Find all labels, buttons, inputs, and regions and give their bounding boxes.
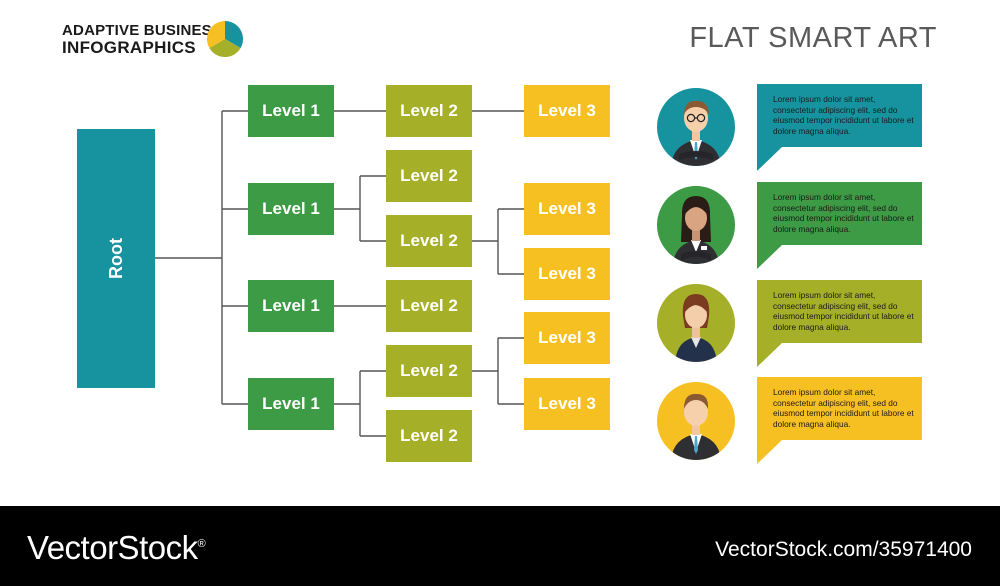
registered-mark: ®	[197, 538, 206, 550]
page-title: FLAT SMART ART	[689, 22, 937, 54]
woman-dark-hair-avatar-icon	[657, 186, 735, 264]
root-node: Root	[77, 129, 155, 388]
speech-bubble: Lorem ipsum dolor sit amet, consectetur …	[757, 377, 922, 464]
brand-line2: INFOGRAPHICS	[62, 38, 196, 57]
level2-node: Level 2	[386, 410, 472, 462]
bubble-text: Lorem ipsum dolor sit amet, consectetur …	[773, 290, 914, 332]
level1-node: Level 1	[248, 280, 334, 332]
level2-node: Level 2	[386, 150, 472, 202]
bubble-text: Lorem ipsum dolor sit amet, consectetur …	[773, 94, 914, 136]
root-label: Root	[105, 238, 126, 279]
level1-node: Level 1	[248, 183, 334, 235]
man-glasses-avatar-icon	[657, 88, 735, 166]
brand-line1: ADAPTIVE BUSINESS	[62, 22, 223, 39]
level3-node: Level 3	[524, 85, 610, 137]
bubble-text: Lorem ipsum dolor sit amet, consectetur …	[773, 387, 914, 429]
bubble-tail	[757, 147, 782, 171]
speech-bubble: Lorem ipsum dolor sit amet, consectetur …	[757, 84, 922, 171]
bubble-tail	[757, 245, 782, 269]
woman-auburn-hair-avatar-icon	[657, 284, 735, 362]
level3-node: Level 3	[524, 378, 610, 430]
level3-node: Level 3	[524, 183, 610, 235]
footer-id: VectorStock.com/35971400	[715, 538, 972, 561]
bubble-tail	[757, 440, 782, 464]
footer-bar: VectorStock® VectorStock.com/35971400	[0, 506, 1000, 586]
level2-node: Level 2	[386, 345, 472, 397]
bubble-text: Lorem ipsum dolor sit amet, consectetur …	[773, 192, 914, 234]
level1-node: Level 1	[248, 378, 334, 430]
speech-bubble: Lorem ipsum dolor sit amet, consectetur …	[757, 280, 922, 367]
tree-connectors	[155, 110, 524, 437]
bubble-tail	[757, 343, 782, 367]
footer-logo: VectorStock®	[27, 529, 206, 567]
level2-node: Level 2	[386, 280, 472, 332]
level2-node: Level 2	[386, 85, 472, 137]
level3-node: Level 3	[524, 248, 610, 300]
level2-node: Level 2	[386, 215, 472, 267]
level3-node: Level 3	[524, 312, 610, 364]
level1-node: Level 1	[248, 85, 334, 137]
footer-logo-text: VectorStock	[27, 529, 198, 566]
man-avatar-icon	[657, 382, 735, 460]
pie-logo-icon	[207, 21, 243, 57]
brand: ADAPTIVE BUSINESS INFOGRAPHICS	[62, 22, 222, 56]
speech-bubble: Lorem ipsum dolor sit amet, consectetur …	[757, 182, 922, 269]
